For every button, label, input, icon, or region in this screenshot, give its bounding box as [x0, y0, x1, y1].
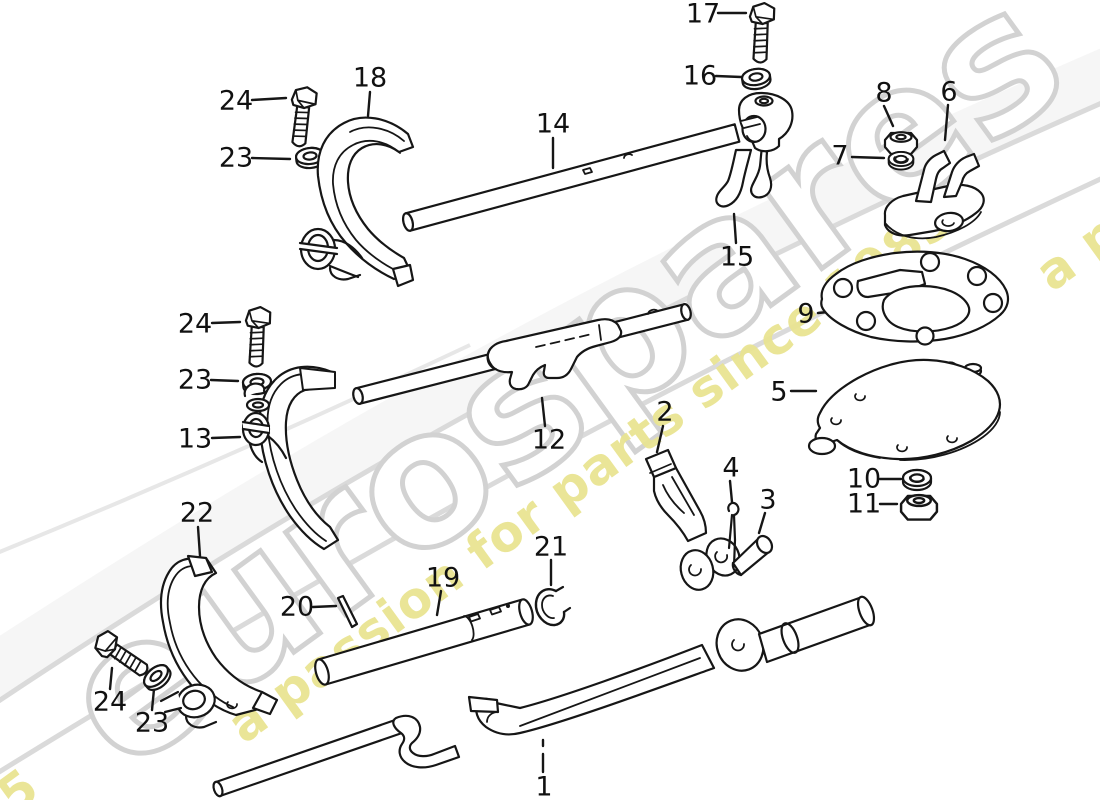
- part-1-shift-rod-assembly: [212, 595, 876, 798]
- part-5-cover-plate: [807, 358, 1002, 461]
- part-label-1: 1: [535, 771, 553, 800]
- part-label-9: 9: [797, 298, 815, 330]
- part-6-guide-bracket: [883, 149, 985, 240]
- part-14-shift-rod: [401, 123, 741, 232]
- part-9-gasket: [820, 250, 1010, 346]
- part-label-23: 23: [218, 142, 254, 174]
- part-label-15: 15: [719, 241, 755, 273]
- part-label-24: 24: [218, 85, 254, 117]
- part-label-22: 22: [179, 497, 215, 529]
- part-24-bolt: [286, 84, 319, 149]
- part-18-shift-fork: [298, 116, 415, 288]
- part-label-13: 13: [177, 423, 213, 455]
- part-16-washer: [739, 66, 773, 92]
- part-label-6: 6: [940, 76, 958, 108]
- part-label-3: 3: [759, 484, 777, 516]
- part-label-24: 24: [177, 308, 213, 340]
- part-label-4: 4: [722, 452, 740, 484]
- part-24-bolt: [243, 305, 272, 368]
- part-label-5: 5: [770, 376, 788, 408]
- part-24-bolt: [89, 627, 155, 683]
- part-label-21: 21: [533, 531, 569, 563]
- part-12-shift-rod: [352, 303, 692, 405]
- part-label-23: 23: [177, 364, 213, 396]
- part-label-19: 19: [425, 562, 461, 594]
- part-13-shift-fork: [241, 365, 340, 551]
- part-3-pin: [731, 534, 774, 577]
- part-label-17: 17: [685, 0, 721, 30]
- part-10-lock-washer: [901, 468, 933, 492]
- part-8-nut: [883, 131, 919, 156]
- part-2-shift-finger: [644, 448, 741, 591]
- part-label-14: 14: [535, 108, 571, 140]
- part-label-2: 2: [656, 396, 674, 428]
- leader-lines: [108, 11, 950, 774]
- part-label-11: 11: [846, 488, 882, 520]
- part-7-lock-washer: [887, 150, 915, 171]
- part-label-10: 10: [846, 463, 882, 495]
- part-21-circlip: [534, 585, 572, 627]
- part-label-24: 24: [92, 686, 128, 718]
- part-4-cotter-pin: [727, 501, 740, 568]
- part-19-shift-rod: [314, 598, 534, 686]
- part-label-20: 20: [279, 591, 315, 623]
- part-label-7: 7: [831, 140, 849, 172]
- part-label-16: 16: [682, 60, 718, 92]
- part-15-clamp: [715, 91, 794, 208]
- part-label-8: 8: [875, 77, 893, 109]
- part-label-18: 18: [352, 62, 388, 94]
- part-11-nut: [899, 493, 939, 521]
- part-17-bolt: [747, 1, 776, 64]
- part-label-12: 12: [531, 424, 567, 456]
- part-22-shift-fork: [159, 554, 279, 729]
- part-label-23: 23: [134, 707, 170, 739]
- part-20-pin: [336, 594, 359, 629]
